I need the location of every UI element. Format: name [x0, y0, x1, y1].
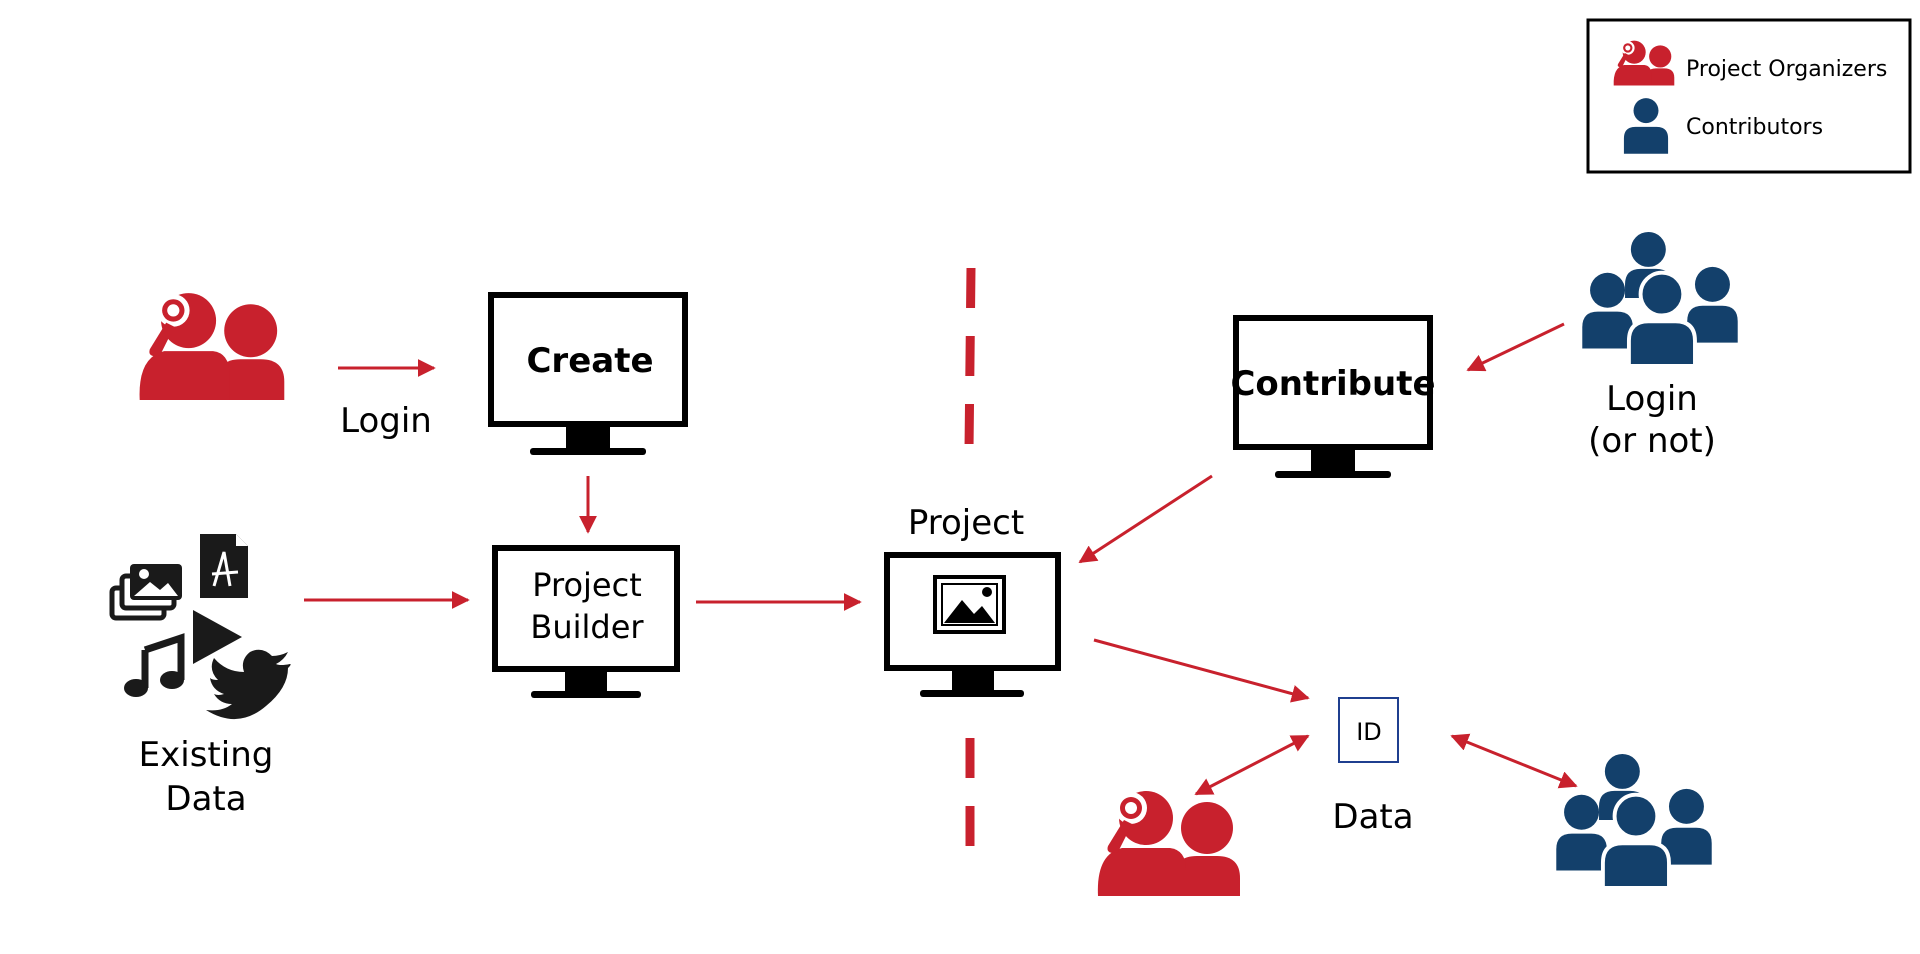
create-monitor: Create	[488, 292, 688, 455]
pdf-file-icon	[200, 534, 248, 598]
picture-icon	[933, 575, 1006, 634]
login-right-label-line2: (or not)	[1588, 421, 1716, 461]
id-box	[1338, 697, 1399, 763]
play-icon	[193, 610, 242, 664]
legend-contributors-label: Contributors	[1686, 115, 1823, 140]
project-label: Project	[908, 503, 1024, 543]
image-stack-icon	[109, 564, 182, 621]
legend: Project Organizers Contributors	[1586, 18, 1912, 174]
data-label: Data	[1332, 797, 1413, 837]
create-label: Create	[526, 341, 653, 381]
existing-data-label-line2: Data	[165, 779, 246, 819]
id-label: ID	[1356, 718, 1382, 746]
organizer-person-magnifier-icon	[139, 293, 285, 400]
project-builder-monitor: Project Builder	[492, 545, 680, 698]
contribute-monitor: Contribute	[1230, 315, 1436, 478]
existing-data-label-line1: Existing	[139, 735, 274, 775]
organizer-person-magnifier-icon	[1097, 791, 1240, 896]
arrow-data-organizers	[1194, 734, 1310, 796]
contributors-group-icon	[1582, 230, 1738, 366]
arrow-contribute-to-project	[1078, 474, 1213, 564]
legend-organizers-label: Project Organizers	[1686, 57, 1887, 82]
project-monitor	[884, 552, 1061, 697]
music-note-icon	[124, 633, 185, 697]
divider-top	[964, 267, 976, 451]
builder-label-line2: Builder	[530, 608, 644, 646]
arrow-project-to-data	[1093, 638, 1310, 703]
monitor-icon	[488, 292, 688, 427]
contributors-group-icon	[1556, 752, 1712, 888]
login-right-label-line1: Login	[1606, 379, 1698, 419]
contribute-label: Contribute	[1230, 364, 1435, 404]
arrow-data-contributors	[1450, 733, 1578, 789]
twitter-bird-icon	[206, 649, 291, 720]
existing-data-icons	[109, 534, 291, 720]
builder-label-line1: Project	[532, 566, 641, 604]
login-left-label: Login	[340, 401, 432, 441]
arrow-contributors-to-contribute	[1466, 322, 1565, 372]
